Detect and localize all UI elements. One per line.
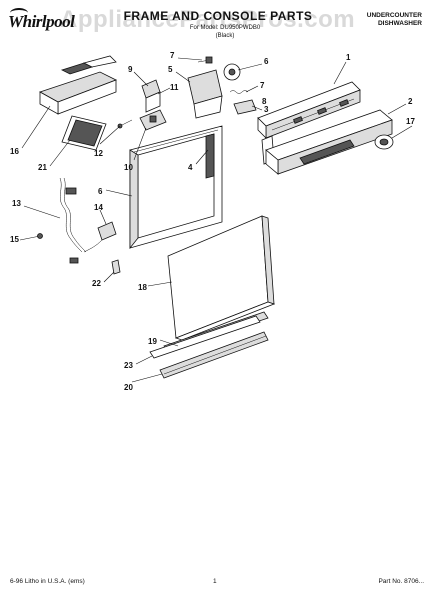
callout-20: 20 — [124, 383, 133, 392]
part-14-connector — [83, 221, 117, 253]
footer-page-number: 1 — [213, 578, 217, 585]
part-9-latch — [141, 79, 161, 113]
part-6-knob-gear — [223, 63, 241, 81]
callout-8: 8 — [262, 97, 267, 106]
part-16-control-housing — [39, 55, 117, 115]
callout-16: 16 — [10, 147, 19, 156]
callout-12: 12 — [94, 149, 103, 158]
callout-11: 11 — [170, 83, 179, 92]
brand-swoosh-icon — [10, 8, 28, 18]
callout-18: 18 — [138, 283, 147, 292]
part-1-console-frame — [257, 81, 361, 165]
callout-9: 9 — [128, 65, 133, 74]
appliance-type-line2: DISHWASHER — [377, 20, 422, 27]
callout-10: 10 — [124, 163, 133, 172]
footer-part-number: Part No. 8706... — [378, 578, 424, 585]
model-line: For Model: DU950PWDB0 — [189, 25, 261, 31]
callout-23: 23 — [124, 361, 133, 370]
part-6-inner-door-frame — [129, 125, 223, 250]
callout-3: 3 — [264, 105, 269, 114]
part-17-knob — [374, 134, 394, 150]
callout-1: 1 — [346, 53, 351, 62]
footer-litho: 6-96 Litho in U.S.A. (ems) — [10, 578, 85, 585]
part-22-clip — [111, 259, 121, 275]
part-21-panel — [61, 115, 107, 151]
leader-lines — [19, 57, 413, 383]
color-note: (Black) — [215, 33, 235, 39]
part-7-screw-top — [197, 56, 213, 64]
brand-logo: Whirlpool — [8, 12, 75, 31]
callout-5: 5 — [168, 65, 173, 74]
callout-21: 21 — [38, 163, 47, 172]
callout-14: 14 — [94, 203, 103, 212]
callout-2: 2 — [408, 97, 413, 106]
callout-7-spring: 7 — [260, 81, 265, 90]
page-title: FRAME AND CONSOLE PARTS — [123, 9, 313, 23]
part-5-switch-housing — [187, 69, 223, 119]
callout-22: 22 — [92, 279, 101, 288]
callout-6-frame: 6 — [98, 187, 103, 196]
part-4-latch-strip — [205, 133, 215, 179]
part-15-screw — [29, 233, 43, 239]
part-2-console-panel — [265, 109, 393, 175]
part-12-screw — [117, 119, 133, 129]
callout-4: 4 — [188, 163, 193, 172]
part-18-outer-door-panel — [167, 215, 276, 341]
part-13-wire-harness — [59, 177, 87, 264]
callout-19: 19 — [148, 337, 157, 346]
part-20-kick-strip — [159, 331, 269, 379]
callout-6-top: 6 — [264, 57, 269, 66]
callout-numbers: 1 2 3 4 5 6 6 7 7 8 9 10 11 12 13 14 15 … — [10, 51, 415, 392]
callout-13: 13 — [12, 199, 21, 208]
callout-7-top: 7 — [170, 51, 175, 60]
part-8-clip — [233, 99, 257, 115]
callout-17: 17 — [406, 117, 415, 126]
part-10-latch-base — [139, 109, 167, 131]
callout-15: 15 — [10, 235, 19, 244]
part-7-spring — [229, 90, 249, 94]
watermark-text: AppliancePartsPros.com — [60, 6, 356, 33]
part-23-bottom-trim — [149, 315, 261, 359]
appliance-type-line1: UNDERCOUNTER — [366, 12, 422, 19]
